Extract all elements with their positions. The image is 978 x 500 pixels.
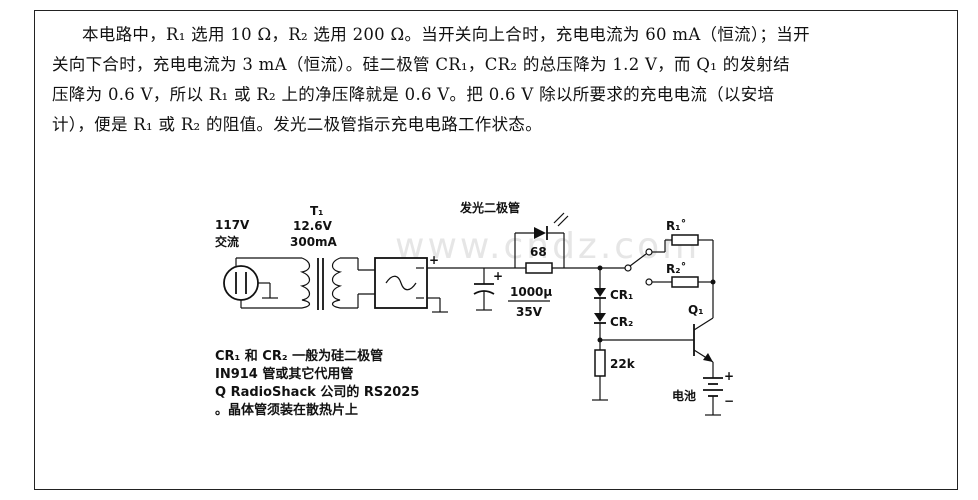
cr1-label: CR₁: [610, 288, 633, 302]
rectifier-plus-label: +: [429, 253, 439, 267]
note-line-3: Q RadioShack 公司的 RS2025: [215, 384, 419, 400]
capacitor-voltage-label: 35V: [516, 305, 543, 319]
transformer-voltage-label: 12.6V: [293, 219, 333, 233]
transformer-current-label: 300mA: [290, 235, 338, 249]
filter-capacitor-symbol: [473, 268, 495, 311]
capacitor-value-label: 1000μ: [510, 285, 552, 299]
note-line-4: 。晶体管须装在散热片上: [215, 402, 358, 418]
ac-type-label: 交流: [215, 234, 239, 249]
battery-label: 电池: [672, 388, 696, 403]
transformer-symbol: [299, 257, 375, 310]
note-line-1: CR₁ 和 CR₂ 一般为硅二极管: [215, 348, 383, 364]
bias-resistor-label: 22k: [610, 357, 636, 371]
led-title-label: 发光二极管: [459, 200, 520, 215]
ac-plug-symbol: [223, 257, 302, 309]
figure-frame: [34, 10, 958, 490]
transistor-q1-symbol: [600, 317, 714, 378]
paragraph-line-4: 计），便是 R₁ 或 R₂ 的阻值。发光二极管指示充电电路工作状态。: [52, 115, 543, 134]
battery-minus-label: −: [724, 394, 734, 408]
battery-plus-label: +: [724, 369, 734, 383]
r1-label: R₁˚: [666, 218, 687, 233]
paragraph-line-3: 压降为 0.6 V，所以 R₁ 或 R₂ 上的净压降就是 0.6 V。把 0.6…: [52, 85, 775, 104]
battery-symbol: [703, 377, 723, 416]
led-indicator-branch: [514, 212, 569, 274]
cr2-label: CR₂: [610, 315, 633, 329]
paragraph-line-2: 关向下合时，充电电流为 3 mA（恒流）。硅二极管 CR₁，CR₂ 的总压降为 …: [52, 55, 790, 74]
ac-voltage-label: 117V: [215, 218, 250, 232]
rectifier-block: [374, 257, 600, 313]
bias-diode-chain: [592, 268, 608, 401]
description-paragraph: 本电路中，R₁ 选用 10 Ω，R₂ 选用 200 Ω。当开关向上合时，充电电流…: [52, 20, 926, 140]
q1-label: Q₁: [688, 303, 703, 317]
paragraph-line-1: 本电路中，R₁ 选用 10 Ω，R₂ 选用 200 Ω。当开关向上合时，充电电流…: [82, 25, 810, 44]
transformer-name-label: T₁: [310, 204, 323, 218]
led-resistor-label: 68: [530, 245, 547, 259]
watermark: www.cndz.com: [395, 226, 700, 267]
note-line-2: IN914 管或其它代用管: [215, 366, 353, 382]
switch-and-resistors: [597, 234, 716, 318]
capacitor-plus-label: +: [493, 269, 503, 283]
r2-label: R₂˚: [666, 261, 687, 276]
